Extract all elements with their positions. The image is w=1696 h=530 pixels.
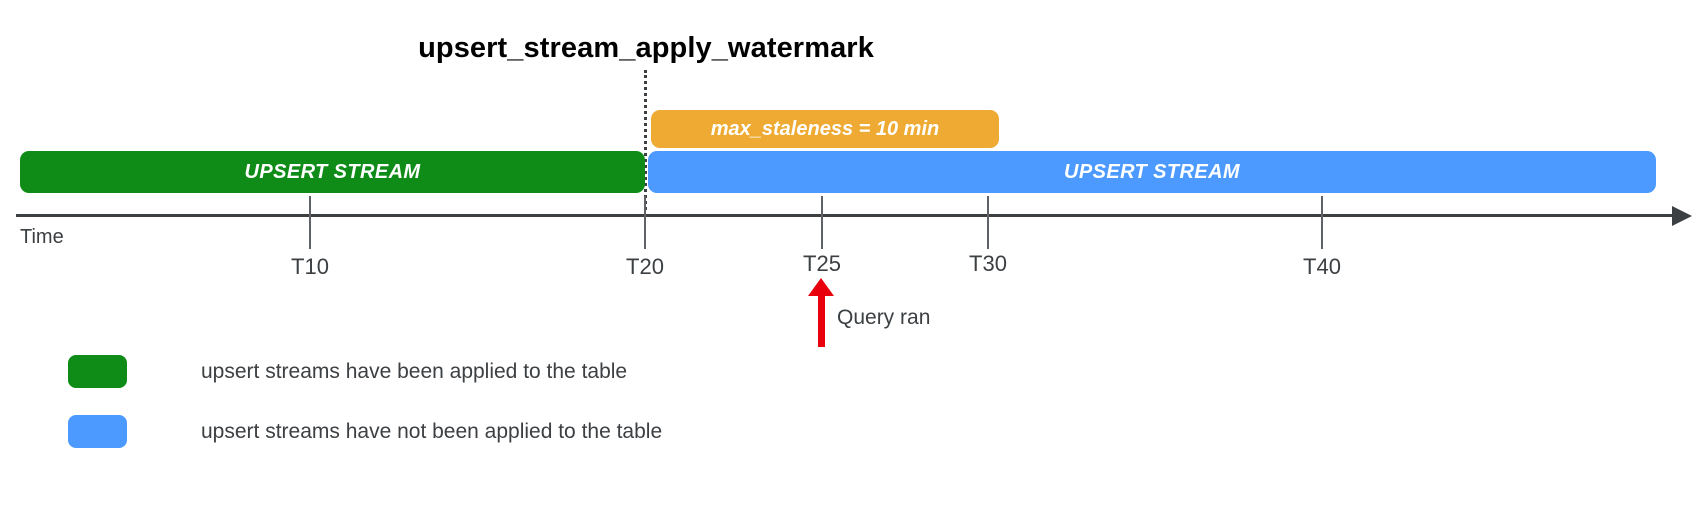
tick-mark-t25 [821, 196, 823, 249]
time-axis-arrow-icon [1672, 206, 1692, 226]
legend-label-applied: upsert streams have been applied to the … [201, 359, 628, 383]
legend-label-not-applied: upsert streams have not been applied to … [201, 419, 663, 443]
tick-label-t20: T20 [626, 254, 664, 279]
legend-item-applied: upsert streams have been applied to the … [68, 355, 627, 388]
legend-item-not-applied: upsert streams have not been applied to … [68, 415, 662, 448]
tick-label-t30: T30 [969, 251, 1007, 276]
query-ran-arrow-icon [808, 278, 834, 296]
tick-mark-t10 [309, 196, 311, 249]
query-ran-arrow-shaft [818, 290, 825, 347]
max-staleness-bar: max_staleness = 10 min [651, 110, 999, 148]
tick-mark-t30 [987, 196, 989, 249]
tick-label-t10: T10 [291, 254, 329, 279]
tick-label-t40: T40 [1303, 254, 1341, 279]
upsert-stream-applied-label: UPSERT STREAM [244, 160, 421, 183]
upsert-stream-not-applied-bar: UPSERT STREAM [648, 151, 1656, 193]
upsert-stream-not-applied-label: UPSERT STREAM [1064, 160, 1240, 183]
tick-mark-t20 [644, 196, 646, 249]
tick-mark-t40 [1321, 196, 1323, 249]
query-ran-label: Query ran [837, 306, 931, 329]
max-staleness-label: max_staleness = 10 min [710, 117, 940, 140]
legend-swatch-green [68, 355, 127, 388]
watermark-dotted-line [644, 70, 647, 210]
tick-label-t25: T25 [803, 251, 841, 276]
time-axis-line [16, 214, 1676, 217]
diagram-title: upsert_stream_apply_watermark [418, 32, 874, 64]
upsert-stream-applied-bar: UPSERT STREAM [20, 151, 645, 193]
legend-swatch-blue [68, 415, 127, 448]
time-axis-caption: Time [20, 226, 64, 248]
